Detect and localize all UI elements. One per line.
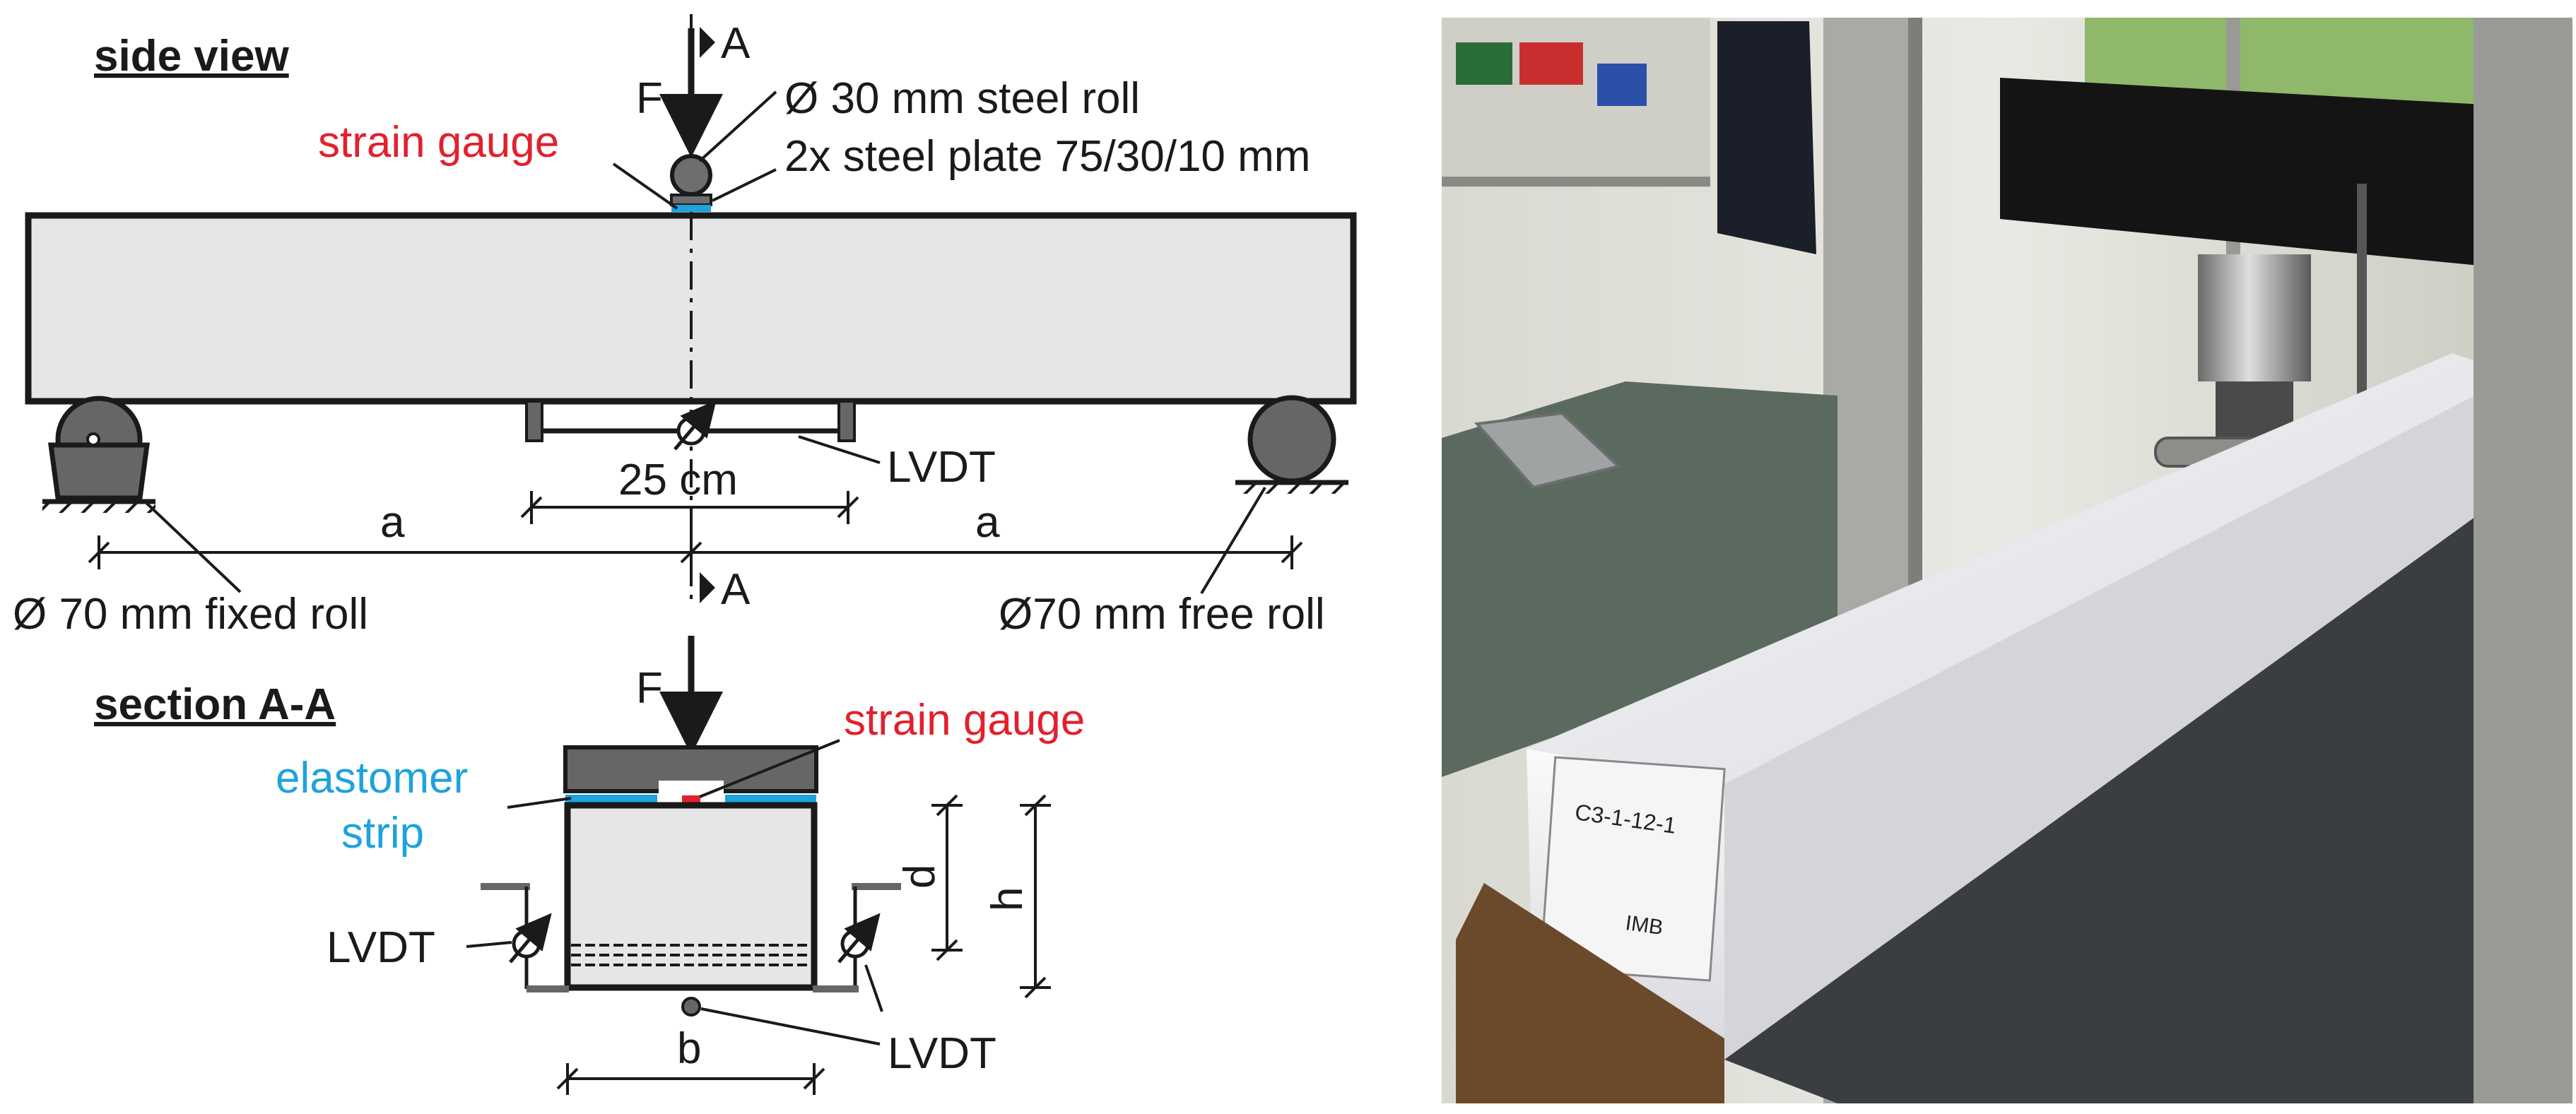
section-marker-bottom [700, 572, 715, 603]
dim-h-slash-bottom [1024, 976, 1047, 999]
section-view: section A-A F strain gauge elastomer str… [94, 636, 1085, 1095]
gauge-length-label: 25 cm [618, 456, 738, 504]
fixed-support [42, 396, 155, 513]
span-label-right: a [975, 498, 1000, 547]
free-support [1235, 395, 1348, 494]
section-marker-bottom-label: A [721, 565, 751, 614]
span-slash-right [1281, 541, 1303, 564]
section-lvdt-left [481, 883, 569, 992]
plate-leader [712, 168, 777, 202]
photo-bin-blue [1597, 64, 1647, 106]
dim-d-slash-bottom [936, 939, 958, 961]
photo-machine-bed [1724, 487, 2572, 1103]
section-beam [564, 802, 818, 991]
span-slash-left [88, 541, 110, 564]
section-lvdt-bottom-label: LVDT [888, 1029, 996, 1078]
test-photo: C3-1-12-1 IMB [1442, 18, 2572, 1103]
dim-h-slash-top [1024, 794, 1047, 817]
photo-beam-side [1724, 374, 2516, 1060]
strain-gauge-label-side: strain gauge [318, 118, 559, 167]
steel-roll [670, 154, 712, 196]
photo-support-roll [1456, 883, 1724, 1103]
fixed-roll-label: Ø 70 mm fixed roll [13, 590, 368, 639]
section-lvdt-right [813, 883, 901, 992]
gauge-length-slash-left [520, 496, 543, 519]
photo-lab-tag-text: IMB [1624, 911, 1664, 940]
photo-loading-frame [2000, 78, 2509, 268]
strain-gauge-label-section: strain gauge [844, 696, 1085, 745]
section-elastomer-left [565, 795, 657, 803]
lvdt-bottom-gauge [525, 400, 856, 451]
section-lvdt-left-leader [466, 941, 512, 948]
lvdt-label-side: LVDT [887, 443, 996, 492]
dim-b-label: b [677, 1024, 701, 1073]
photo-crate [1474, 411, 1622, 490]
section-marker-top-label: A [721, 19, 751, 68]
section-lvdt-bottom-leader [700, 1007, 881, 1045]
lvdt-leader-side [798, 435, 881, 464]
photo-load-cell [2198, 254, 2311, 381]
dim-b-slash-left [556, 1067, 579, 1090]
elastomer-strip-side [671, 205, 711, 212]
span-slash-center [680, 541, 702, 564]
photo-bin-red [1519, 42, 1583, 85]
photo-bin-green [1456, 42, 1512, 85]
section-marker-top [700, 27, 715, 58]
gauge-length-slash-right [837, 496, 859, 519]
steel-plate [670, 194, 712, 206]
strain-gauge-leader-side [612, 162, 678, 210]
span-label-left: a [380, 498, 405, 547]
section-lvdt-bottom [681, 997, 701, 1017]
force-label: F [636, 74, 663, 123]
section-lvdt-right-leader [864, 964, 883, 1012]
photo-beam-top [1527, 353, 2516, 784]
dim-b-slash-right [803, 1067, 825, 1090]
elastomer-label-line2: strip [341, 809, 424, 858]
side-view: side view A F strain gauge Ø 30 mm steel… [13, 14, 1357, 639]
dim-d-label: d [895, 865, 944, 889]
dim-h-label: h [983, 887, 1032, 911]
free-roll-leader [1200, 486, 1266, 595]
free-roll-label: Ø70 mm free roll [999, 590, 1325, 639]
side-view-title: side view [94, 32, 289, 81]
strain-gauge-leader-section [699, 739, 840, 798]
section-strain-gauge [682, 795, 700, 802]
dim-d-slash-top [936, 794, 958, 817]
elastomer-leader [507, 797, 572, 809]
roll-label: Ø 30 mm steel roll [784, 74, 1140, 123]
photo-jacket [1717, 21, 1816, 254]
section-plate-cutout [659, 781, 724, 795]
section-elastomer-right [725, 795, 816, 803]
section-force-label: F [636, 664, 663, 713]
fixed-roll-leader [143, 500, 242, 593]
roll-leader [698, 90, 777, 162]
section-title: section A-A [94, 680, 336, 729]
photo-right-column [2474, 18, 2572, 1103]
elastomer-label-line1: elastomer [276, 754, 468, 802]
photo-shelf-board [1442, 177, 1710, 186]
plate-label: 2x steel plate 75/30/10 mm [784, 132, 1310, 181]
section-lvdt-left-label: LVDT [327, 923, 435, 972]
